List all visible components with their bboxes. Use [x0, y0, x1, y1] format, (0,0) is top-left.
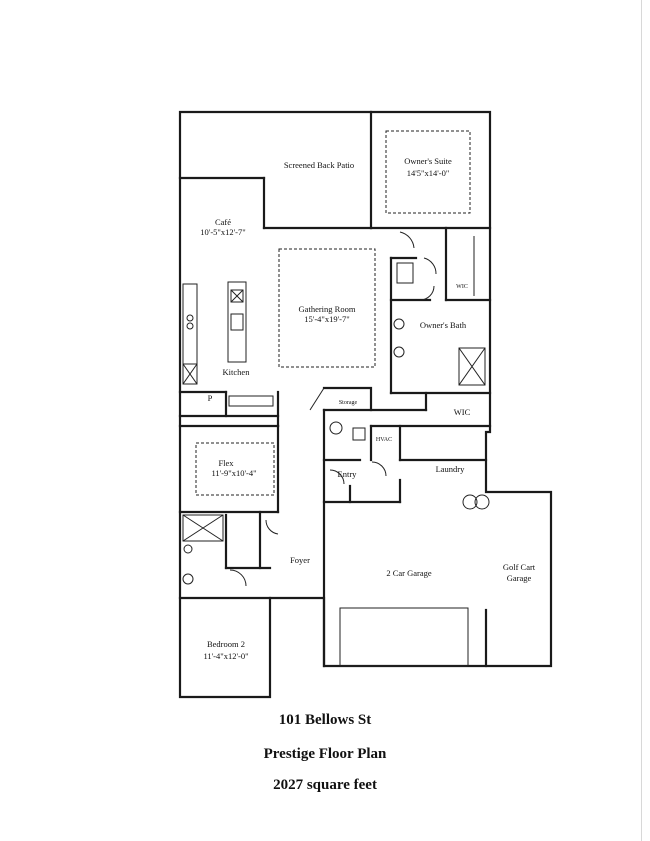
label-cafe-dim: 10'-5"x12'-7" — [200, 227, 245, 237]
bedroom-wing-walls — [178, 424, 280, 600]
owners-suite-walls — [369, 130, 492, 395]
address-caption: 101 Bellows St — [278, 712, 372, 728]
label-flex: Flex — [218, 458, 234, 468]
label-flex-dim: 11'-9"x10'-4" — [211, 468, 256, 478]
label-owners-suite-dim: 14'5"x14'-0" — [407, 168, 450, 178]
label-entry: Entry — [338, 469, 358, 479]
label-golf-cart-garage: Garage — [507, 573, 532, 583]
room-labels: Screened Back Patio Owner's Suite 14'5"x… — [200, 156, 536, 661]
label-wic-top: WIC — [456, 284, 468, 290]
label-hvac: HVAC — [376, 437, 392, 443]
label-gathering-room: Gathering Room — [299, 304, 356, 314]
label-gathering-room-dim: 15'-4"x19'-7" — [304, 314, 349, 324]
label-golf-cart: Golf Cart — [503, 562, 536, 572]
area-caption: 2027 square feet — [273, 777, 377, 793]
label-storage: Storage — [339, 400, 358, 406]
floor-plan: Screened Back Patio Owner's Suite 14'5"x… — [178, 110, 553, 699]
exterior-walls — [178, 110, 553, 699]
label-screened-patio: Screened Back Patio — [284, 160, 354, 170]
label-owners-suite: Owner's Suite — [404, 156, 452, 166]
label-wic-mid: WIC — [454, 407, 471, 417]
page-edge-line — [641, 0, 642, 841]
label-laundry: Laundry — [436, 464, 466, 474]
kitchen-walls — [178, 248, 376, 428]
label-owners-bath: Owner's Bath — [420, 320, 467, 330]
label-cafe: Café — [215, 217, 231, 227]
label-bedroom-2-dim: 11'-4"x12'-0" — [203, 651, 248, 661]
label-pantry: P — [208, 393, 213, 403]
label-two-car-garage: 2 Car Garage — [386, 568, 432, 578]
plan-name-caption: Prestige Floor Plan — [263, 746, 387, 762]
utility-walls — [309, 386, 492, 668]
label-foyer: Foyer — [290, 555, 310, 565]
garage-walls — [339, 607, 488, 668]
label-kitchen: Kitchen — [223, 367, 251, 377]
label-bedroom-2: Bedroom 2 — [207, 639, 245, 649]
